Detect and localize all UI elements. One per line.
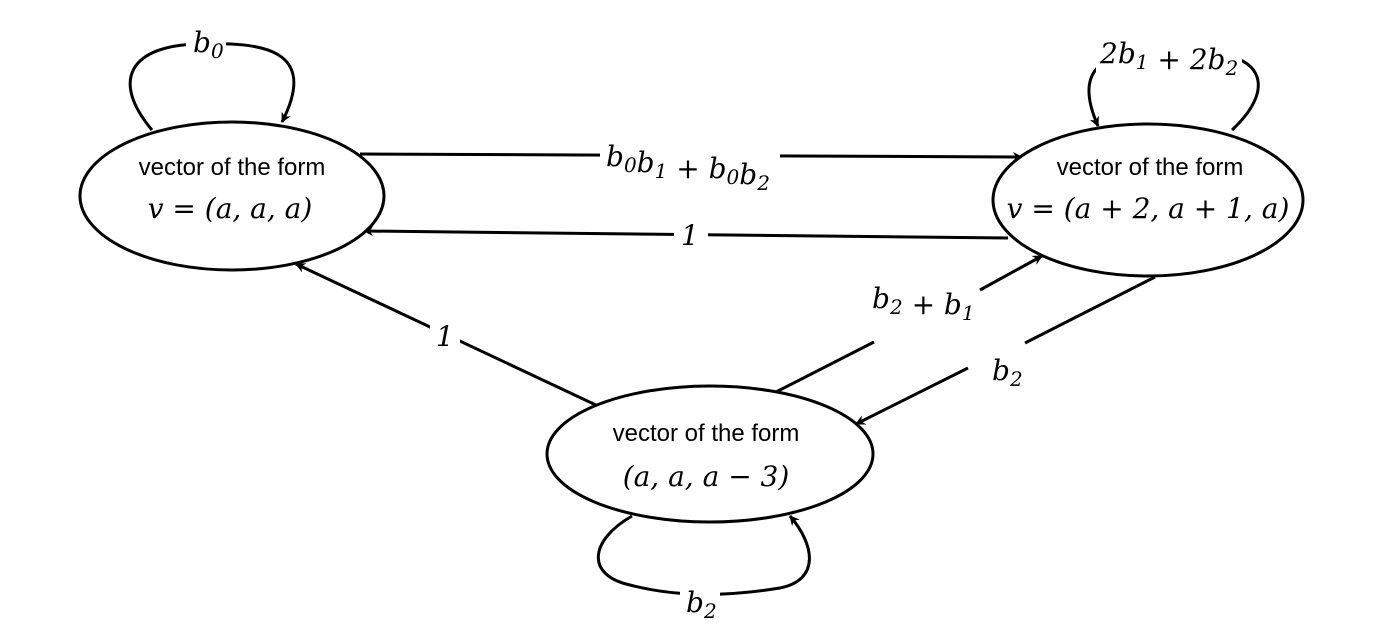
label-left-self-loop: b0	[193, 26, 224, 63]
node-left-formula: v = (a, a, a)	[148, 192, 313, 225]
node-right: vector of the form v = (a + 2, a + 1, a)	[991, 122, 1305, 278]
label-right-to-bottom: b2	[992, 354, 1023, 391]
node-bottom-formula: (a, a, a − 3)	[623, 460, 790, 493]
label-right-self-loop: 2b1 + 2b2	[1099, 37, 1238, 80]
label-right-to-left: 1	[681, 219, 699, 252]
node-left-caption: vector of the form	[139, 154, 326, 181]
edge-bottom-self-loop	[596, 514, 811, 596]
node-right-formula: v = (a + 2, a + 1, a)	[1007, 192, 1290, 225]
node-left: vector of the form v = (a, a, a)	[78, 120, 386, 272]
edge-right-to-bottom	[856, 275, 1156, 424]
node-bottom-caption: vector of the form	[613, 420, 800, 447]
node-bottom: vector of the form (a, a, a − 3)	[545, 384, 875, 524]
label-bottom-to-left: 1	[436, 320, 454, 353]
edge-bottom-to-right	[775, 256, 1042, 394]
label-left-to-right: b0b1 + b0b2	[606, 140, 770, 195]
label-bottom-self-loop: b2	[686, 586, 717, 623]
node-right-caption: vector of the form	[1057, 154, 1244, 181]
label-bottom-to-right: b2 + b1	[872, 282, 975, 325]
